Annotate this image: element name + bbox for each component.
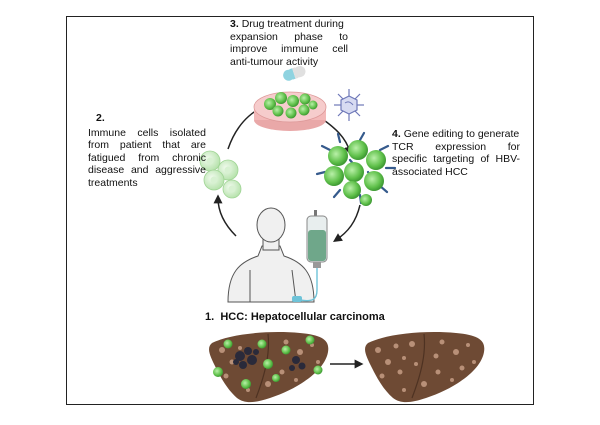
- step-2-number: 2.: [96, 112, 105, 124]
- step-4-number: 4.: [392, 128, 401, 140]
- step-2-line: fatigued from chronic: [88, 151, 206, 164]
- capsule-icon: [283, 66, 306, 81]
- step-3-line: 3. Drug treatment during: [230, 18, 344, 30]
- liver-icon: [209, 332, 329, 403]
- virus-icon: [334, 89, 364, 121]
- iv-bag-icon: [292, 210, 328, 302]
- immune-cell-icon: [199, 150, 242, 199]
- step-2-caption: 2. Immune cells isolated from patient th…: [88, 112, 206, 189]
- step-3-caption: 3. Drug treatment during expansion phase…: [230, 18, 348, 68]
- step-2-line: Immune cells isolated: [88, 126, 206, 139]
- petri-dish-icon: [253, 91, 327, 131]
- immune-cell-icon: [315, 131, 397, 206]
- arrow-icon: [213, 194, 237, 237]
- patient-icon: [227, 207, 315, 303]
- step-2-line: disease and aggressive: [88, 164, 206, 176]
- step-4-line: 4. Gene editing to generate: [392, 128, 520, 140]
- step-2-line: from patient that are: [88, 139, 206, 151]
- step-1-number: 1.: [205, 311, 215, 323]
- step-2-line: treatments: [88, 176, 138, 189]
- step-4-caption: 4. Gene editing to generate TCR expressi…: [392, 128, 520, 178]
- step-3-line: improve immune cell: [230, 43, 348, 55]
- step-4-line: TCR expression for: [392, 140, 520, 153]
- step-3-line: expansion phase to: [230, 30, 348, 43]
- step-3-number: 3.: [230, 18, 239, 30]
- step-1-caption: 1. HCC: Hepatocellular carcinoma: [205, 311, 385, 324]
- step-3-line: anti-tumour activity: [230, 55, 319, 68]
- step-1-text: HCC: Hepatocellular carcinoma: [220, 311, 385, 323]
- arrow-icon: [333, 204, 361, 242]
- liver-icon: [365, 332, 485, 403]
- step-4-line: specific targeting of HBV-: [392, 153, 520, 165]
- step-4-line: associated HCC: [392, 165, 468, 178]
